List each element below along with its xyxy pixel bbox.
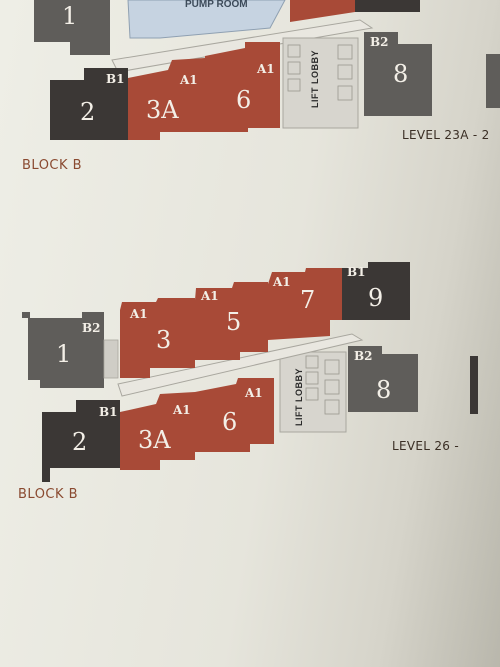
- bottom-unit-3-type: A1: [129, 307, 148, 321]
- bottom-lobby-details: [305, 355, 340, 415]
- top-unit-2-number: 2: [80, 98, 95, 126]
- pump-room-label: PUMP ROOM: [185, 0, 248, 10]
- bottom-unit-1-number: 1: [56, 340, 71, 368]
- top-unit-1: [34, 0, 110, 55]
- bottom-lift-lobby-label: LIFT LOBBY: [294, 368, 304, 426]
- bottom-unit-8-number: 8: [376, 376, 391, 404]
- bottom-unit-6: [195, 378, 274, 452]
- bottom-unit-1-type: B2: [82, 321, 101, 335]
- bottom-unit-6-type: A1: [244, 386, 263, 400]
- bottom-level-label: LEVEL 26 -: [392, 439, 459, 453]
- top-unit-3a: [128, 58, 205, 140]
- bottom-unit-2: [42, 400, 120, 482]
- top-unit-6-type: A1: [256, 62, 275, 76]
- bottom-unit-9-type: B1: [347, 265, 366, 279]
- bottom-unit-7-type: A1: [272, 275, 291, 289]
- top-unit-8-type: B2: [370, 35, 389, 49]
- bottom-floor-plan: LIFT LOBBY B2 1 A1 3 A1 5 A1 7 B1 9 B1 2…: [22, 262, 478, 482]
- pump-room: [127, 0, 286, 39]
- top-floor-plan: PUMP ROOM LIFT LOBBY 1 B1 2 A1 3A A1 6 B…: [34, 0, 500, 140]
- top-unit-8: [364, 32, 432, 116]
- bottom-unit-1-balcony: [103, 339, 119, 379]
- bottom-unit-3a-number: 3A: [138, 426, 171, 454]
- bottom-block-label: BLOCK B: [18, 487, 79, 502]
- bottom-unit-9: [342, 262, 410, 320]
- top-lift-lobby-label: LIFT LOBBY: [310, 50, 320, 108]
- bottom-unit-3: [120, 298, 195, 378]
- top-unit-8-number: 8: [393, 60, 408, 88]
- bottom-unit-2-number: 2: [72, 428, 87, 456]
- bottom-unit-5-number: 5: [226, 308, 241, 336]
- bottom-corridor: [117, 333, 364, 397]
- bottom-lobby-floor: [279, 351, 347, 433]
- top-right-partial-unit: [486, 54, 500, 108]
- top-lobby-details: [287, 44, 353, 101]
- bottom-unit-6-number: 6: [222, 408, 237, 436]
- bottom-unit-7: [268, 268, 342, 340]
- top-unit-2-type: B1: [106, 72, 125, 86]
- top-unit-6: [205, 42, 280, 132]
- bottom-right-partial-unit: [470, 356, 478, 414]
- top-unit-1-number: 1: [62, 2, 77, 30]
- bottom-unit-2-type: B1: [99, 405, 118, 419]
- bottom-unit-8-type: B2: [354, 349, 373, 363]
- bottom-unit-3a: [120, 392, 195, 470]
- bottom-unit-9-number: 9: [368, 284, 383, 312]
- top-unit-2: [50, 68, 128, 140]
- bottom-unit-7-number: 7: [300, 286, 315, 314]
- bottom-unit-3a-type: A1: [172, 403, 191, 417]
- bottom-unit-8: [348, 346, 418, 412]
- bottom-unit-5: [195, 282, 268, 360]
- top-unit-6-number: 6: [236, 86, 251, 114]
- top-lobby-floor: [282, 37, 359, 129]
- bottom-unit-1: [22, 312, 104, 388]
- top-unit-partial: [290, 0, 355, 22]
- top-unit-partial-dark: [355, 0, 420, 12]
- bottom-unit-3-number: 3: [156, 326, 171, 354]
- top-unit-3a-type: A1: [179, 73, 198, 87]
- top-level-label: LEVEL 23A - 2: [402, 128, 490, 142]
- bottom-unit-5-type: A1: [200, 289, 219, 303]
- top-unit-3a-number: 3A: [146, 96, 179, 124]
- top-block-label: BLOCK B: [22, 158, 83, 173]
